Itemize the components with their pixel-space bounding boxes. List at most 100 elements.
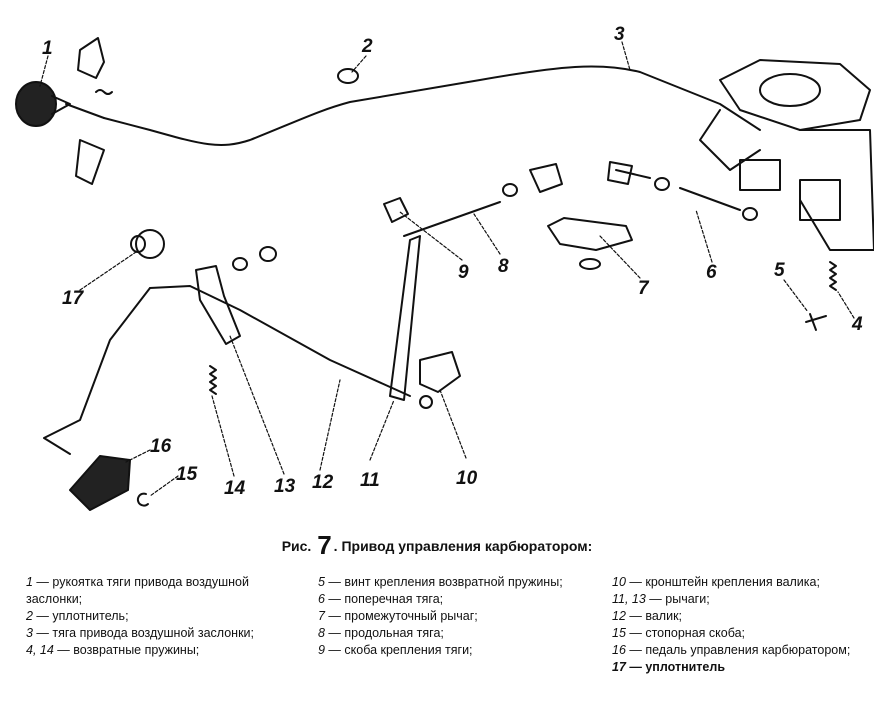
legend-text: — винт крепления возвратной пружины;: [324, 575, 563, 589]
nut-13b: [259, 246, 277, 262]
legend-num: 11, 13: [612, 592, 646, 606]
legend-item: 6 — поперечная тяга;: [318, 591, 603, 608]
callout-4: 4: [851, 314, 863, 335]
clip-top: [77, 37, 105, 79]
legend-num: 17: [612, 660, 626, 674]
legend-column-2: 5 — винт крепления возвратной пружины; 6…: [318, 574, 603, 659]
legend-text: — рукоятка тяги привода воздушной заслон…: [26, 575, 253, 606]
legend-text: — стопорная скоба;: [625, 626, 746, 640]
washer-7: [579, 258, 601, 270]
callout-12: 12: [312, 472, 334, 493]
carburetor-linkage-diagram: 1 2 3 4 5 6 7 8 9 10 11 12 13 14 15 16 1…: [15, 24, 874, 511]
pedal-rod: [43, 287, 151, 455]
callout-16: 16: [150, 436, 172, 457]
rod-bracket-9: [383, 197, 409, 223]
legend-text: — возвратные пружины;: [53, 643, 200, 657]
legend-item: 2 — уплотнитель;: [26, 608, 306, 625]
callout-14: 14: [224, 478, 246, 499]
legend-num: 7: [318, 609, 325, 623]
legend-num: 5: [318, 575, 325, 589]
legend-num: 6: [318, 592, 325, 606]
legend-text: — продольная тяга;: [324, 626, 444, 640]
transverse-rod: [615, 169, 741, 211]
callout-9: 9: [458, 262, 469, 283]
carburetor: [699, 59, 874, 251]
legend-item: 12 — валик;: [612, 608, 874, 625]
pedal-16: [69, 455, 131, 511]
callout-10: 10: [456, 468, 478, 489]
longitudinal-rod: [403, 201, 501, 237]
legend-item: 1 — рукоятка тяги привода воздушной засл…: [26, 574, 306, 608]
legend-num: 12: [612, 609, 626, 623]
legend-item: 11, 13 — рычаги;: [612, 591, 874, 608]
callout-15: 15: [176, 464, 198, 485]
callout-6: 6: [706, 262, 717, 283]
lever-11: [389, 235, 421, 401]
lever-13: [195, 265, 241, 345]
choke-cable: [103, 65, 761, 146]
legend-num: 4, 14: [26, 643, 54, 657]
legend-num: 10: [612, 575, 626, 589]
callout-3: 3: [614, 24, 625, 45]
legend-num: 1: [26, 575, 33, 589]
legend-item: 3 — тяга привода воздушной заслонки;: [26, 625, 306, 642]
legend-item: 7 — промежуточный рычаг;: [318, 608, 603, 625]
legend-item: 15 — стопорная скоба;: [612, 625, 874, 642]
legend-item: 9 — скоба крепления тяги;: [318, 642, 603, 659]
legend-num: 16: [612, 643, 626, 657]
callout-17: 17: [62, 288, 85, 309]
legend-item: 4, 14 — возвратные пружины;: [26, 642, 306, 659]
clip-15: [136, 492, 149, 507]
legend-text: — промежуточный рычаг;: [324, 609, 478, 623]
legend-text: — скоба крепления тяги;: [324, 643, 473, 657]
screw-5: [805, 313, 827, 331]
legend-text: — тяга привода воздушной заслонки;: [32, 626, 254, 640]
shaft-12: [149, 285, 411, 397]
callout-13: 13: [274, 476, 296, 497]
legend-text: — рычаги;: [645, 592, 710, 606]
choke-knob: [15, 81, 105, 127]
spring-14: [209, 365, 217, 395]
callout-8: 8: [498, 256, 509, 277]
legend-item: 16 — педаль управления карбюратором;: [612, 642, 874, 659]
legend-num: 3: [26, 626, 33, 640]
ball-joint: [529, 163, 563, 193]
legend-item: 5 — винт крепления возвратной пружины;: [318, 574, 603, 591]
nut-13a: [232, 257, 248, 271]
legend-num: 15: [612, 626, 626, 640]
callout-7: 7: [638, 278, 650, 299]
legend-text: — уплотнитель;: [32, 609, 129, 623]
cable-seal: [337, 68, 359, 84]
legend-text: — уплотнитель: [625, 660, 726, 674]
seal-17: [130, 229, 165, 259]
spring-4: [829, 261, 837, 291]
legend-item: 8 — продольная тяга;: [318, 625, 603, 642]
callout-5: 5: [774, 260, 785, 281]
legend-num: 2: [26, 609, 33, 623]
clip-bottom: [75, 139, 105, 185]
rod-end-left: [607, 161, 633, 185]
legend-column-3: 10 — кронштейн крепления валика; 11, 13 …: [612, 574, 874, 676]
caption-prefix: Рис.: [281, 538, 312, 554]
legend-item: 10 — кронштейн крепления валика;: [612, 574, 874, 591]
shaft-bracket-10: [419, 351, 461, 393]
figure-caption: Рис. 7. Привод управления карбюратором:: [0, 530, 874, 561]
callout-11: 11: [360, 470, 380, 491]
callout-1: 1: [42, 38, 53, 59]
spring-small: [95, 89, 113, 95]
nut-6: [654, 177, 670, 191]
nut-6b: [742, 207, 758, 221]
legend-text: — валик;: [625, 609, 683, 623]
legend-num: 9: [318, 643, 325, 657]
caption-title: . Привод управления карбюратором:: [333, 538, 593, 554]
legend-column-1: 1 — рукоятка тяги привода воздушной засл…: [26, 574, 306, 659]
intermediate-lever: [547, 217, 633, 251]
nut-8: [502, 183, 518, 197]
legend-text: — педаль управления карбюратором;: [625, 643, 851, 657]
callout-2: 2: [361, 36, 373, 57]
legend-text: — поперечная тяга;: [324, 592, 444, 606]
caption-number: 7: [317, 530, 332, 560]
legend-item: 17 — уплотнитель: [612, 659, 874, 676]
legend-text: — кронштейн крепления валика;: [625, 575, 820, 589]
legend-num: 8: [318, 626, 325, 640]
